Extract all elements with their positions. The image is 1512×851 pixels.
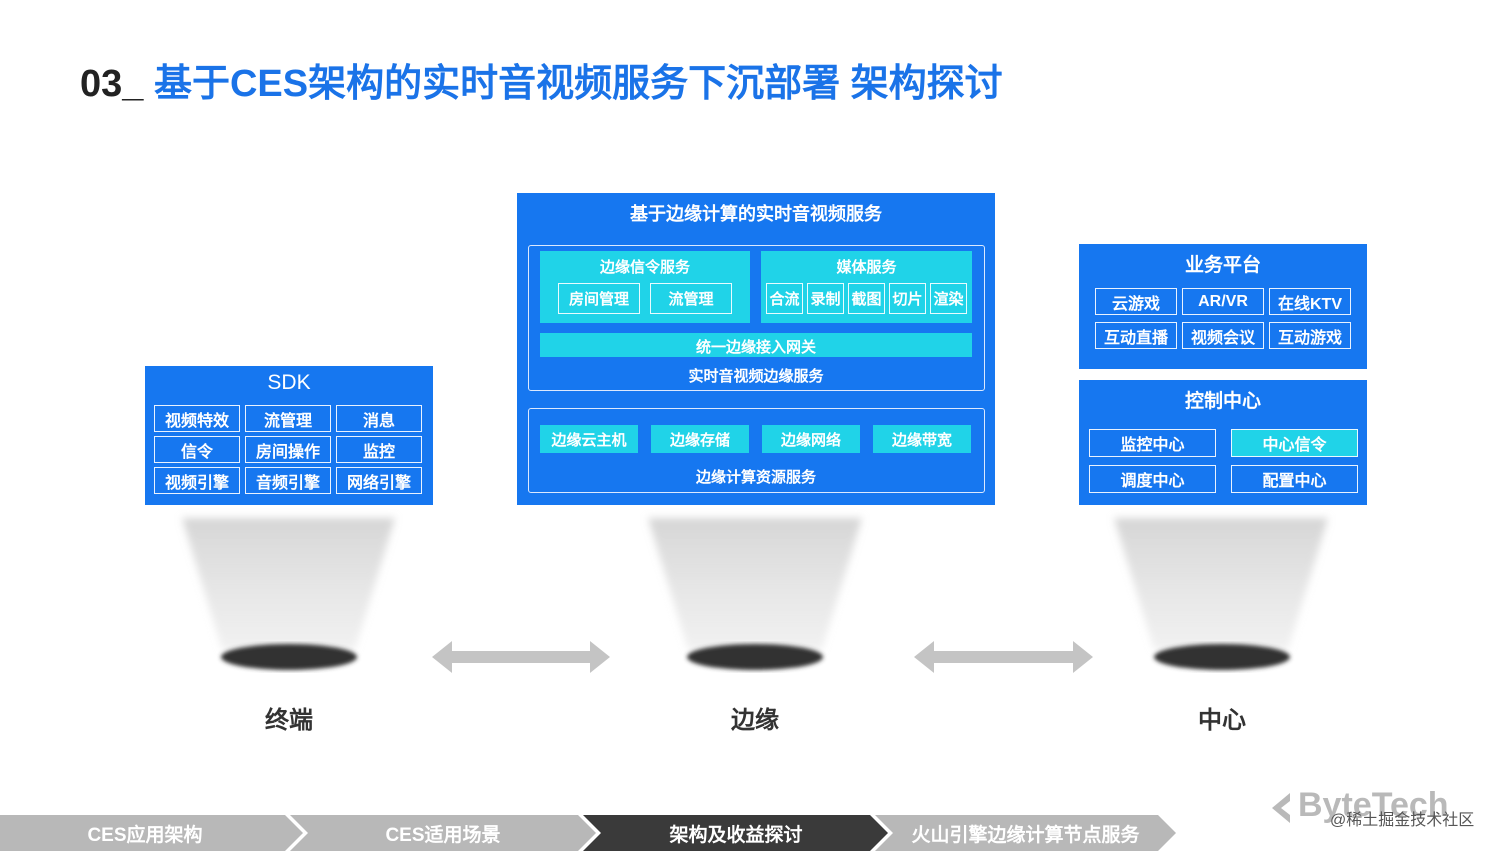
label-center: 中心 — [1198, 707, 1246, 734]
resource-item: 边缘带宽 — [873, 425, 971, 453]
rtc-edge-service-box — [528, 245, 985, 391]
control-item: 监控中心 — [1089, 429, 1216, 457]
media-box: 媒体服务 合流 录制 截图 切片 渲染 — [761, 251, 972, 323]
business-item: AR/VR — [1182, 288, 1264, 315]
media-item: 渲染 — [930, 283, 967, 314]
media-item: 录制 — [807, 283, 844, 314]
sdk-item: 音频引擎 — [245, 467, 331, 494]
brand-chevron-icon — [1270, 793, 1292, 823]
resource-item: 边缘存储 — [651, 425, 749, 453]
signaling-box: 边缘信令服务 房间管理 流管理 — [540, 251, 750, 323]
control-heading: 控制中心 — [1184, 391, 1261, 412]
breadcrumb-item[interactable]: CES适用场景 — [385, 824, 501, 846]
signaling-heading: 边缘信令服务 — [599, 259, 690, 276]
platform-terminal — [221, 644, 357, 670]
breadcrumb-item[interactable]: 火山引擎边缘计算节点服务 — [911, 824, 1140, 846]
edge-panel: 基于边缘计算的实时音视频服务 边缘信令服务 房间管理 流管理 媒体服务 合流 录… — [517, 193, 995, 505]
sdk-item: 房间操作 — [245, 436, 331, 463]
breadcrumb-shape-0 — [0, 815, 303, 851]
resource-item: 边缘云主机 — [540, 425, 638, 453]
media-item: 合流 — [766, 283, 803, 314]
breadcrumb-shape-3 — [875, 815, 1176, 851]
breadcrumb-item[interactable]: CES应用架构 — [87, 824, 203, 846]
control-item: 中心信令 — [1231, 429, 1358, 457]
sdk-item: 流管理 — [245, 405, 331, 432]
breadcrumb-bar — [0, 815, 1176, 851]
business-item: 云游戏 — [1095, 288, 1177, 315]
double-arrow-left — [432, 641, 610, 673]
media-item: 切片 — [889, 283, 926, 314]
signaling-item: 房间管理 — [558, 283, 640, 314]
resource-service-label: 边缘计算资源服务 — [695, 469, 816, 486]
resource-service-box — [528, 408, 985, 493]
edge-heading: 基于边缘计算的实时音视频服务 — [630, 204, 882, 224]
sdk-item: 信令 — [154, 436, 240, 463]
sdk-item: 网络引擎 — [336, 467, 422, 494]
business-heading: 业务平台 — [1184, 255, 1261, 276]
gateway-bar: 统一边缘接入网关 — [540, 333, 972, 357]
brand-logo: ByteTech — [1298, 786, 1449, 824]
sdk-heading: SDK — [267, 371, 311, 394]
rtc-service-label: 实时音视频边缘服务 — [688, 368, 824, 385]
page-title: 03_ 基于CES架构的实时音视频服务下沉部署 架构探讨 — [80, 52, 1003, 107]
beam-center — [1114, 518, 1328, 650]
control-item: 配置中心 — [1231, 465, 1358, 493]
signaling-item: 流管理 — [650, 283, 732, 314]
beam-terminal — [182, 518, 395, 650]
platform-center — [1154, 644, 1290, 670]
label-edge: 边缘 — [731, 707, 779, 734]
sdk-item: 消息 — [336, 405, 422, 432]
double-arrow-right — [914, 641, 1093, 673]
business-item: 在线KTV — [1269, 288, 1351, 315]
business-item: 互动游戏 — [1269, 322, 1351, 349]
beam-edge — [648, 518, 862, 650]
breadcrumb-shape-2 — [583, 815, 888, 851]
sdk-item: 视频特效 — [154, 405, 240, 432]
title-text: 基于CES架构的实时音视频服务下沉部署 架构探讨 — [153, 63, 1003, 105]
gateway-label: 统一边缘接入网关 — [695, 339, 816, 356]
breadcrumb-item-active[interactable]: 架构及收益探讨 — [669, 824, 803, 846]
media-heading: 媒体服务 — [836, 259, 897, 276]
business-item: 互动直播 — [1095, 322, 1177, 349]
label-terminal: 终端 — [265, 707, 313, 734]
sdk-item: 监控 — [336, 436, 422, 463]
business-panel: 业务平台 云游戏 AR/VR 在线KTV 互动直播 视频会议 互动游戏 — [1079, 244, 1367, 369]
watermark: @稀土掘金技术社区 — [1330, 812, 1475, 829]
business-item: 视频会议 — [1182, 322, 1264, 349]
sdk-item: 视频引擎 — [154, 467, 240, 494]
breadcrumb-shape-1 — [290, 815, 596, 851]
resource-item: 边缘网络 — [762, 425, 860, 453]
title-number: 03_ — [80, 63, 144, 105]
control-item: 调度中心 — [1089, 465, 1216, 493]
sdk-panel: SDK 视频特效 流管理 消息 信令 房间操作 监控 视频引擎 音频引擎 网络引… — [145, 366, 433, 505]
control-panel: 控制中心 监控中心 中心信令 调度中心 配置中心 — [1079, 380, 1367, 505]
media-item: 截图 — [848, 283, 885, 314]
platform-edge — [687, 644, 823, 670]
